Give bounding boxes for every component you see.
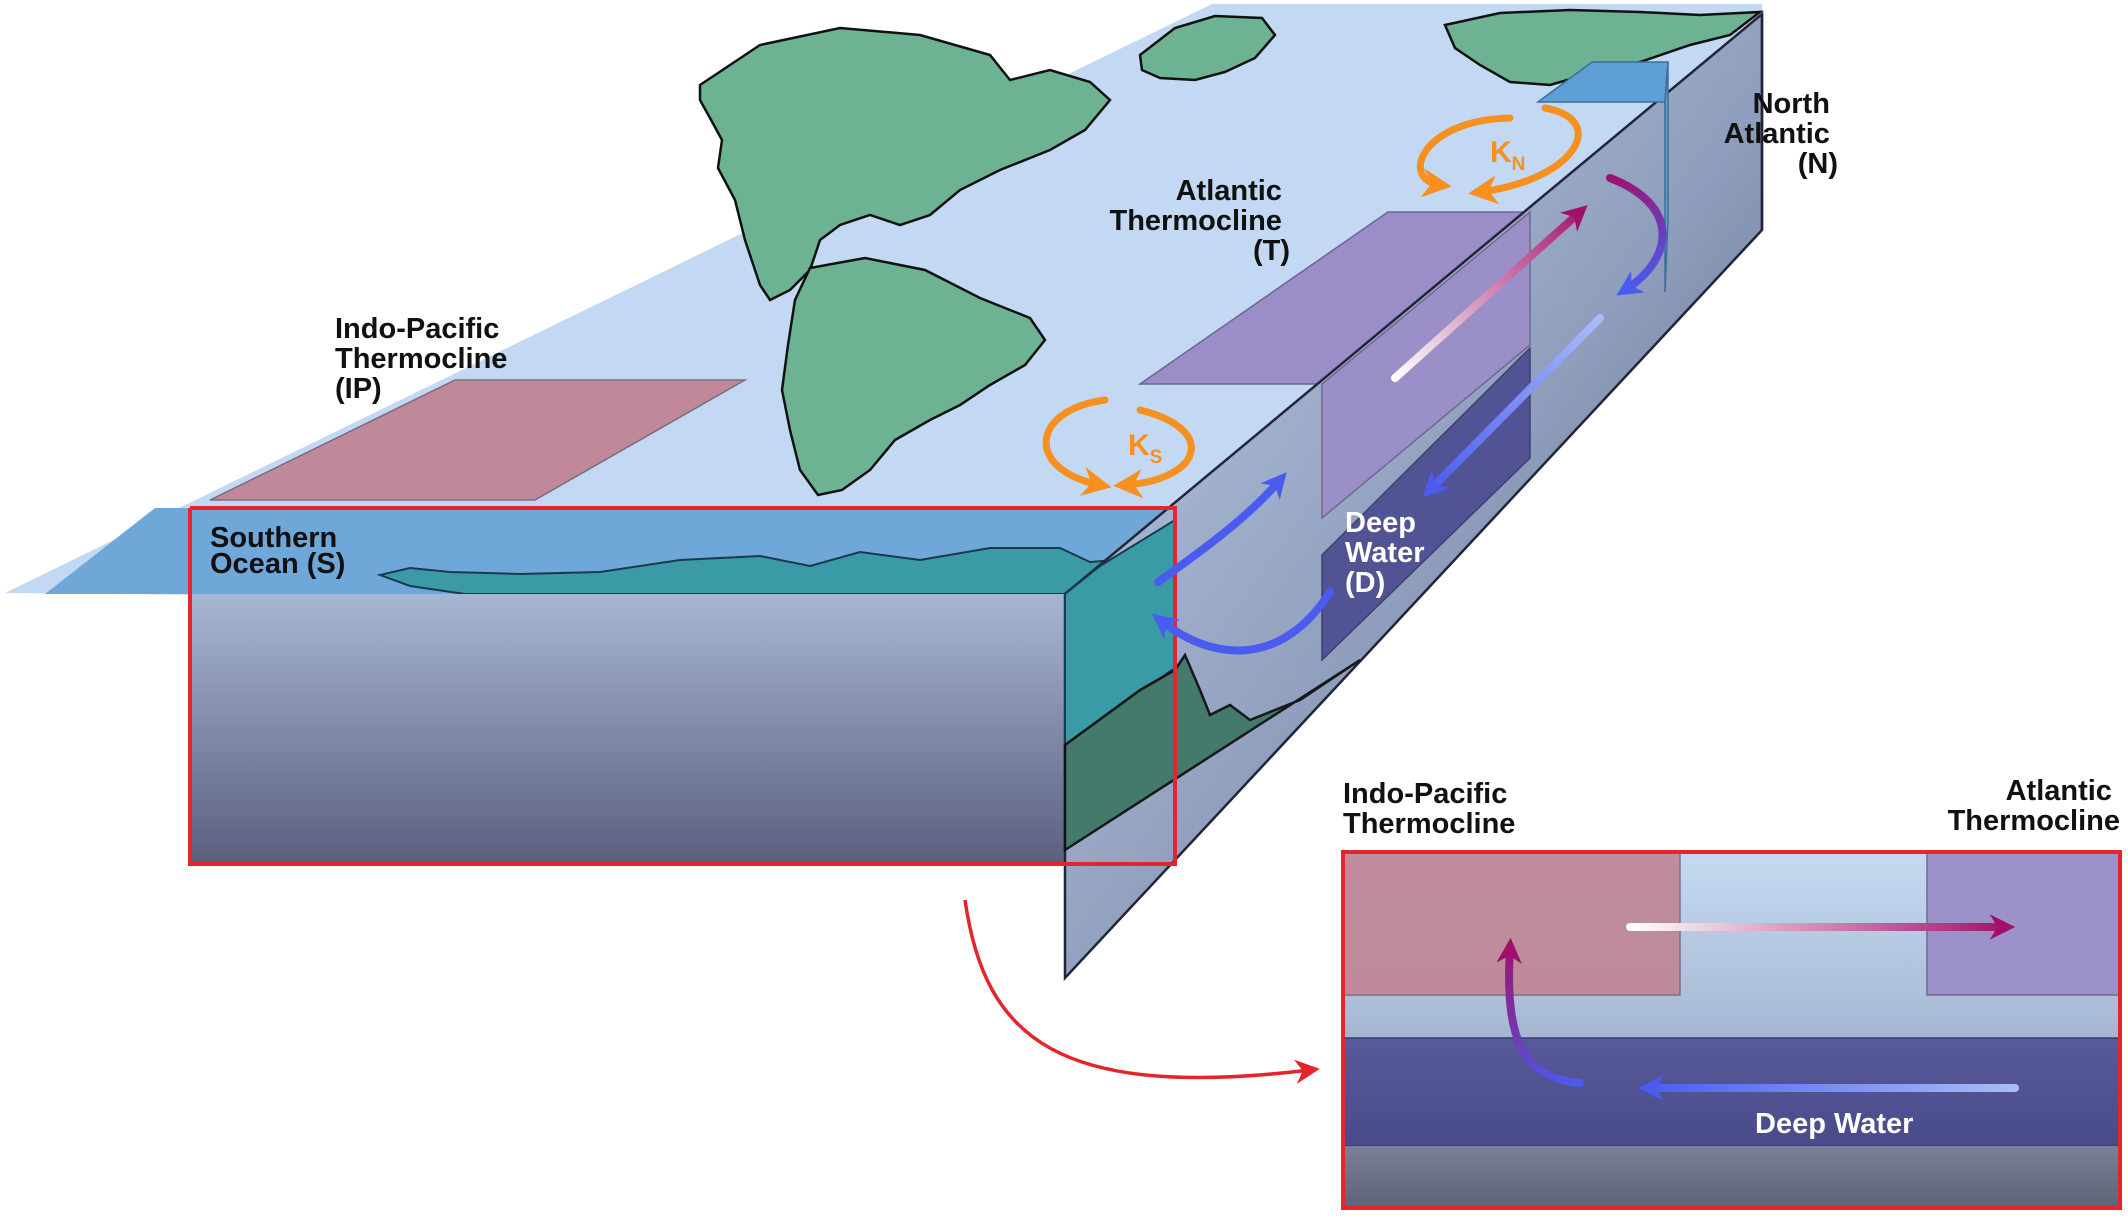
deep-return-arrow	[1152, 588, 1334, 655]
inset-bottom-layer	[1343, 1146, 2120, 1208]
inset-deep-water-label: Deep Water	[1755, 1108, 1913, 1140]
sinking-flow-arrow	[1606, 174, 1667, 296]
deep-water-label: Deep Water (D)	[1345, 507, 1433, 599]
deep-water-flow-arrow	[1422, 314, 1604, 498]
k-south-label: KS	[1128, 429, 1162, 468]
inset-diagram: Indo-Pacific Thermocline Atlantic Thermo…	[1341, 775, 2122, 1210]
inset-upwelling-arrow	[1496, 937, 1584, 1087]
upwelling-flow-arrow	[1391, 205, 1588, 382]
indo-pacific-thermocline-box	[209, 379, 748, 501]
atlantic-thermocline-label: Atlantic Thermocline (T)	[1110, 175, 1291, 267]
europe-landmass	[1443, 8, 1764, 87]
southern-upwelling-arrow	[1154, 472, 1287, 586]
inset-atlantic-label: Atlantic Thermocline	[1948, 775, 2120, 837]
inset-indo-pacific-label: Indo-Pacific Thermocline	[1343, 778, 1515, 840]
inset-connector-arrow	[963, 899, 1320, 1084]
north-atlantic-label: North Atlantic (N)	[1724, 88, 1838, 180]
deep-water-section	[1321, 346, 1531, 662]
greenland-landmass	[1138, 14, 1277, 82]
inset-frame	[1341, 850, 2122, 1210]
southern-ocean-front-face	[190, 594, 1065, 864]
southern-ocean-highlight	[188, 506, 1177, 866]
north-america-landmass	[698, 26, 1112, 302]
southern-ocean-label: Southern Ocean (S)	[210, 522, 345, 580]
atlantic-thermocline-section	[1321, 210, 1531, 520]
k-north-label: KN	[1490, 136, 1525, 175]
mixing-loop-north	[1417, 104, 1582, 205]
indo-pacific-thermocline-label: Indo-Pacific Thermocline (IP)	[335, 313, 516, 405]
mixing-loop-south	[1042, 396, 1195, 499]
south-america-landmass	[780, 256, 1047, 497]
